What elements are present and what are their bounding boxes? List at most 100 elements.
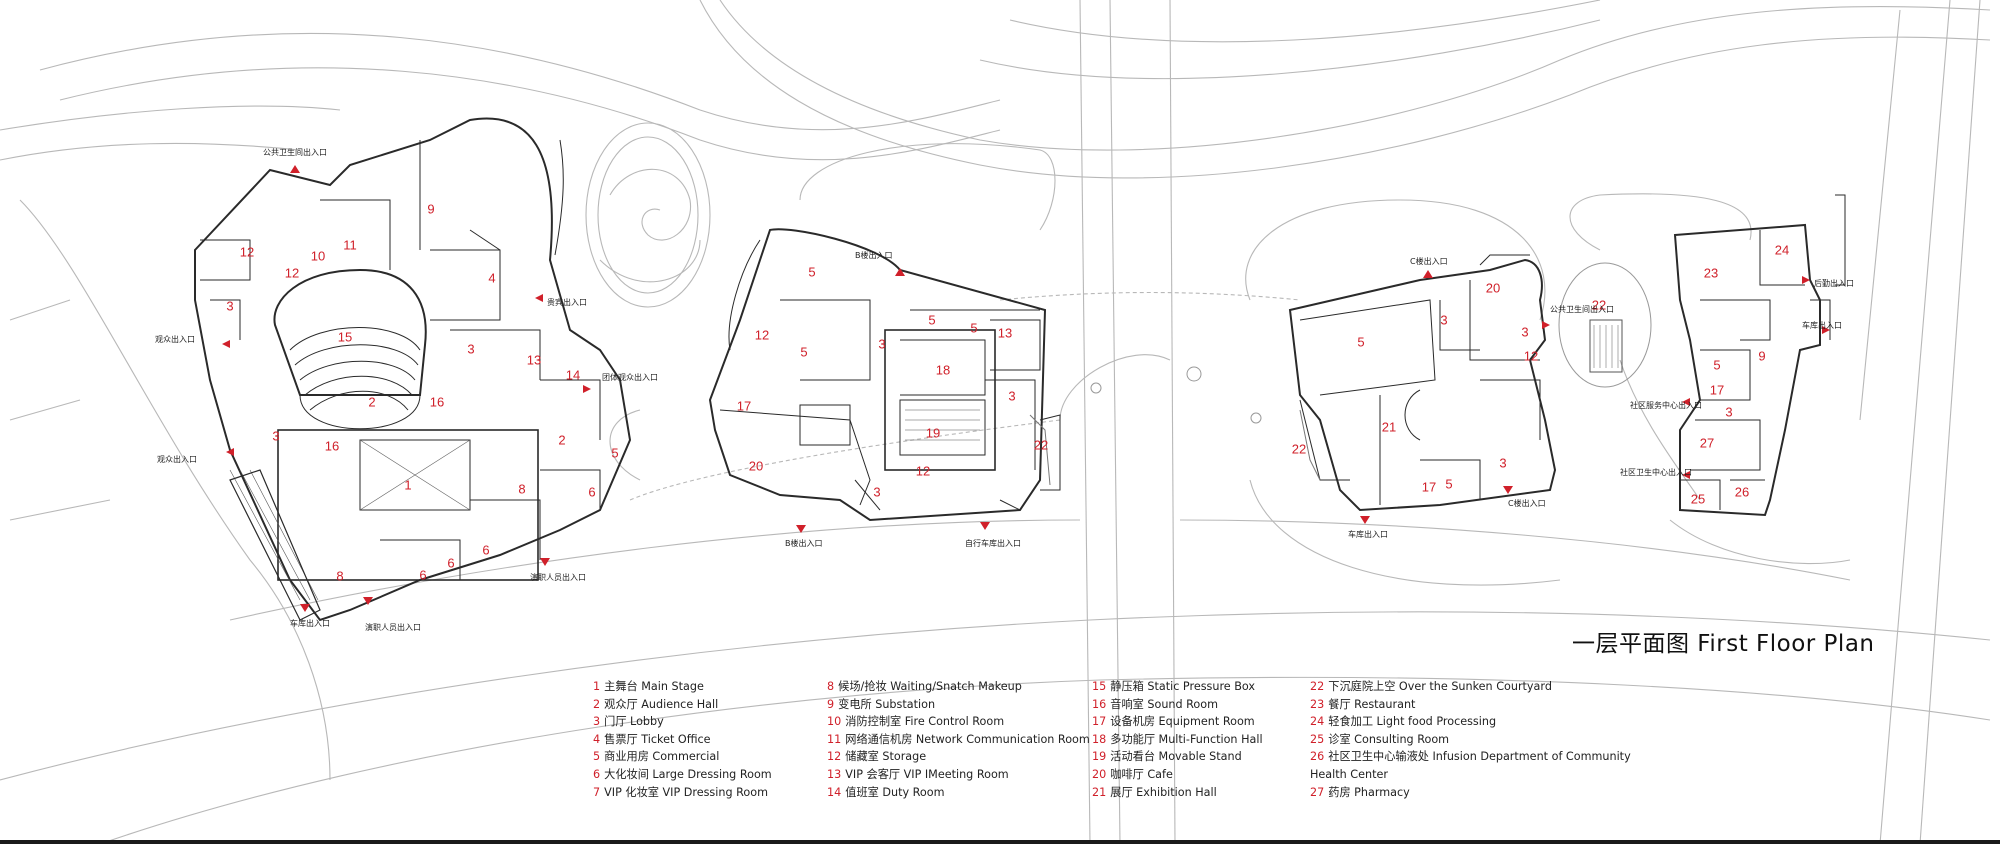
- entrance-label: 公共卫生间出入口: [1550, 304, 1614, 314]
- room-label: 5: [611, 445, 618, 460]
- building-d: [1673, 194, 1846, 517]
- entrance-labels: 公共卫生间出入口 贵宾出入口 观众出入口 观众出入口 团体观众出入口 车库出入口…: [155, 147, 1854, 632]
- entrance-label: C楼出入口: [1410, 256, 1448, 266]
- entrance-label: B楼出入口: [785, 538, 823, 548]
- room-label: 22: [1034, 437, 1048, 452]
- entrance-label: 演职人员出入口: [530, 572, 586, 582]
- room-label: 27: [1700, 435, 1714, 450]
- room-label: 22: [1292, 441, 1306, 456]
- legend-item-continuation: Health Center: [1310, 767, 1388, 781]
- room-label: 4: [488, 270, 495, 285]
- room-label: 11: [343, 237, 357, 252]
- room-label: 3: [272, 428, 279, 443]
- room-label: 22: [1592, 297, 1606, 312]
- entrance-label: 公共卫生间出入口: [263, 147, 327, 157]
- room-label: 3: [226, 298, 233, 313]
- room-label: 20: [1486, 280, 1500, 295]
- room-label: 14: [566, 367, 580, 382]
- room-label: 5: [1445, 476, 1452, 491]
- room-label: 17: [1422, 479, 1436, 494]
- room-numbers: 1 2 3 3 3 4 5 6 6 6 6 8 8 9 10 11 12 12 …: [226, 201, 1789, 583]
- entrance-label: 贵宾出入口: [547, 297, 587, 307]
- room-label: 24: [1775, 242, 1789, 257]
- room-label: 9: [427, 201, 434, 216]
- room-label: 12: [916, 463, 930, 478]
- entrance-label: 社区服务中心出入口: [1630, 400, 1702, 410]
- room-label: 21: [1382, 419, 1396, 434]
- room-label: 5: [1713, 357, 1720, 372]
- room-label: 8: [336, 568, 343, 583]
- room-label: 2: [368, 394, 375, 409]
- room-label: 6: [588, 484, 595, 499]
- room-label: 5: [808, 264, 815, 279]
- room-label: 15: [338, 329, 352, 344]
- building-b: [708, 228, 1061, 522]
- room-label: 13: [998, 325, 1012, 340]
- room-label: 17: [737, 398, 751, 413]
- sunken-courtyard: [1029, 262, 1652, 486]
- room-label: 3: [873, 484, 880, 499]
- room-label: 23: [1704, 265, 1718, 280]
- room-label: 12: [285, 265, 299, 280]
- room-label: 5: [1357, 334, 1364, 349]
- room-label: 1: [404, 477, 411, 492]
- room-label: 5: [928, 312, 935, 327]
- site-markers: [1090, 366, 1262, 424]
- entrance-label: 观众出入口: [157, 454, 197, 464]
- room-label: 2: [558, 432, 565, 447]
- room-label: 19: [926, 425, 940, 440]
- room-label: 3: [467, 341, 474, 356]
- room-label: 3: [1521, 324, 1528, 339]
- room-label: 3: [1440, 312, 1447, 327]
- building-theatre: [194, 117, 632, 622]
- round-tower: [585, 122, 711, 308]
- room-label: 20: [749, 458, 763, 473]
- room-label: 18: [936, 362, 950, 377]
- entrance-label: 车库出入口: [1802, 320, 1842, 330]
- room-label: 25: [1691, 491, 1705, 506]
- room-label: 26: [1735, 484, 1749, 499]
- room-label: 16: [430, 394, 444, 409]
- room-label: 16: [325, 438, 339, 453]
- entrance-label: 观众出入口: [155, 334, 195, 344]
- room-label: 12: [240, 244, 254, 259]
- room-label: 3: [1499, 455, 1506, 470]
- entrance-label: 演职人员出入口: [365, 622, 421, 632]
- room-label: 5: [800, 344, 807, 359]
- room-label: 8: [518, 481, 525, 496]
- entrance-label: 团体观众出入口: [602, 372, 658, 382]
- room-label: 6: [419, 567, 426, 582]
- room-label: 17: [1710, 382, 1724, 397]
- room-label: 3: [878, 336, 885, 351]
- room-label: 3: [1725, 404, 1732, 419]
- room-label: 5: [970, 320, 977, 335]
- room-label: 12: [1524, 348, 1538, 363]
